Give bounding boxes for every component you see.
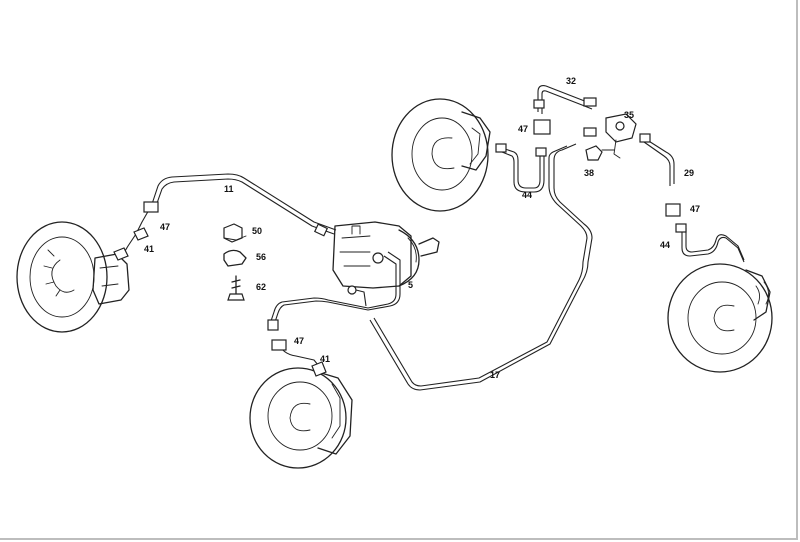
fitting-rear-left-b — [535, 147, 547, 157]
brake-pipe-17-inner — [373, 145, 588, 387]
label-38: 38 — [584, 168, 594, 178]
clip-47-left — [143, 201, 159, 213]
master-cylinder-assembly — [332, 221, 440, 295]
fitting-41-front-right — [311, 361, 327, 377]
brake-hose-44-rear-right-inner — [685, 228, 745, 261]
front-left-brake-disc — [16, 221, 130, 333]
label-41-front-left: 41 — [144, 244, 154, 254]
brake-hose-44-rear-left-inner — [501, 151, 545, 193]
fitting-rear-left-a — [495, 143, 507, 153]
label-44-rear-right: 44 — [660, 240, 670, 250]
brake-pipe-5-inner — [273, 251, 401, 326]
front-right-brake-disc — [249, 367, 353, 469]
part-62-head — [227, 293, 245, 301]
part-56-bracket — [223, 249, 247, 267]
fitting-pipe-5 — [267, 319, 279, 331]
label-44-rear-left: 44 — [522, 190, 532, 200]
label-32: 32 — [566, 76, 576, 86]
fitting-rear-right — [675, 223, 687, 233]
brake-hose-44-rear-right — [681, 228, 745, 263]
label-11: 11 — [224, 184, 234, 194]
brake-pipe-11-inner — [155, 178, 335, 235]
part-62-screw — [231, 275, 241, 295]
label-47-front-left: 47 — [160, 222, 170, 232]
label-17: 17 — [490, 370, 500, 380]
fitting-left-caliper — [113, 247, 129, 261]
brake-pipe-29-inner — [643, 141, 671, 186]
label-5: 5 — [408, 280, 413, 290]
pipe-fitting — [313, 223, 329, 237]
brake-hose-44-rear-left — [501, 147, 541, 189]
label-35: 35 — [624, 110, 634, 120]
rear-right-brake-disc — [667, 263, 773, 373]
label-47-front-right: 47 — [294, 336, 304, 346]
brake-pipe-32-inner — [541, 90, 593, 114]
bolt-38 — [585, 145, 603, 161]
label-47-rear-right: 47 — [690, 204, 700, 214]
fitting-pipe-29 — [639, 133, 651, 143]
rear-left-brake-disc — [391, 98, 491, 212]
fitting-pipe-17 — [583, 127, 597, 137]
fitting-pipe-32-a — [533, 99, 545, 109]
brake-pipe-11 — [151, 173, 337, 231]
brake-pipe-17 — [369, 143, 593, 391]
callout-labels: 32 35 47 38 44 29 47 11 47 41 50 56 62 5… — [144, 76, 700, 380]
brake-pipe-32 — [537, 85, 593, 112]
label-56: 56 — [256, 252, 266, 262]
brake-pipe-5 — [269, 255, 397, 325]
label-29: 29 — [684, 168, 694, 178]
label-50: 50 — [252, 226, 262, 236]
distributor-port — [615, 121, 625, 131]
clip-47-rear-left — [533, 119, 551, 135]
label-62: 62 — [256, 282, 266, 292]
label-47-rear-left: 47 — [518, 124, 528, 134]
label-41-front-right: 41 — [320, 354, 330, 364]
clip-47-front-right — [271, 339, 287, 351]
fitting-pipe-32-b — [583, 97, 597, 107]
brake-pipe-5-branch — [355, 289, 367, 307]
brake-pipe-29 — [643, 137, 675, 184]
fitting-41-left — [133, 227, 149, 241]
clip-47-rear-right — [665, 203, 681, 217]
